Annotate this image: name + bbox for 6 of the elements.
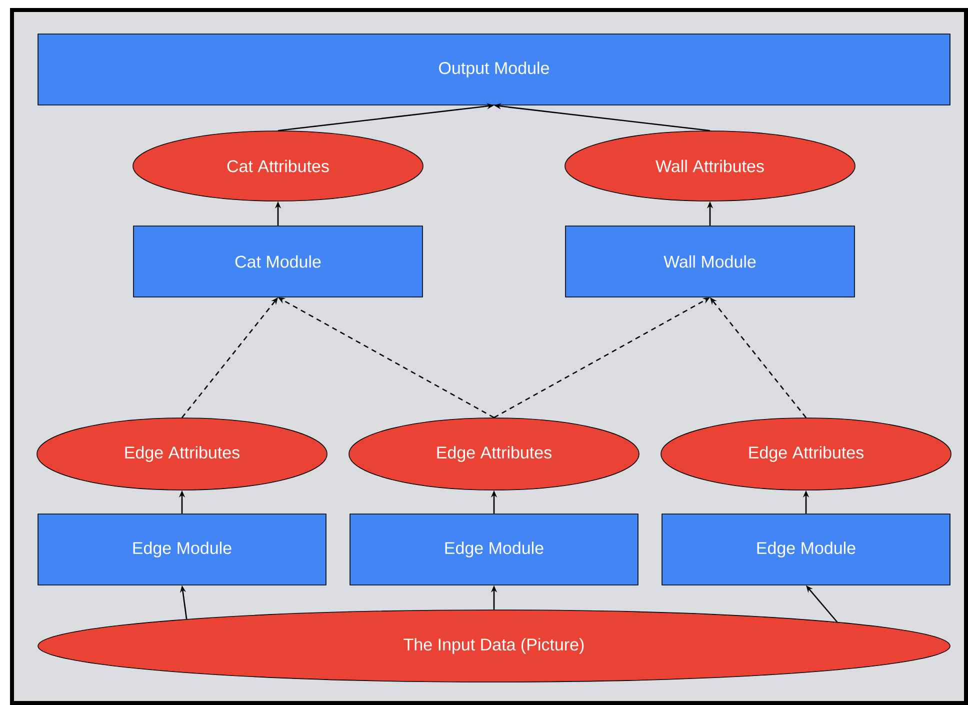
module-box: Cat Module (133, 226, 423, 298)
module-box: Edge Module (662, 514, 950, 586)
module-box: Output Module (38, 34, 950, 106)
module-box: Edge Module (38, 514, 326, 586)
module-box: Wall Module (565, 226, 855, 298)
module-box: Edge Module (350, 514, 638, 586)
